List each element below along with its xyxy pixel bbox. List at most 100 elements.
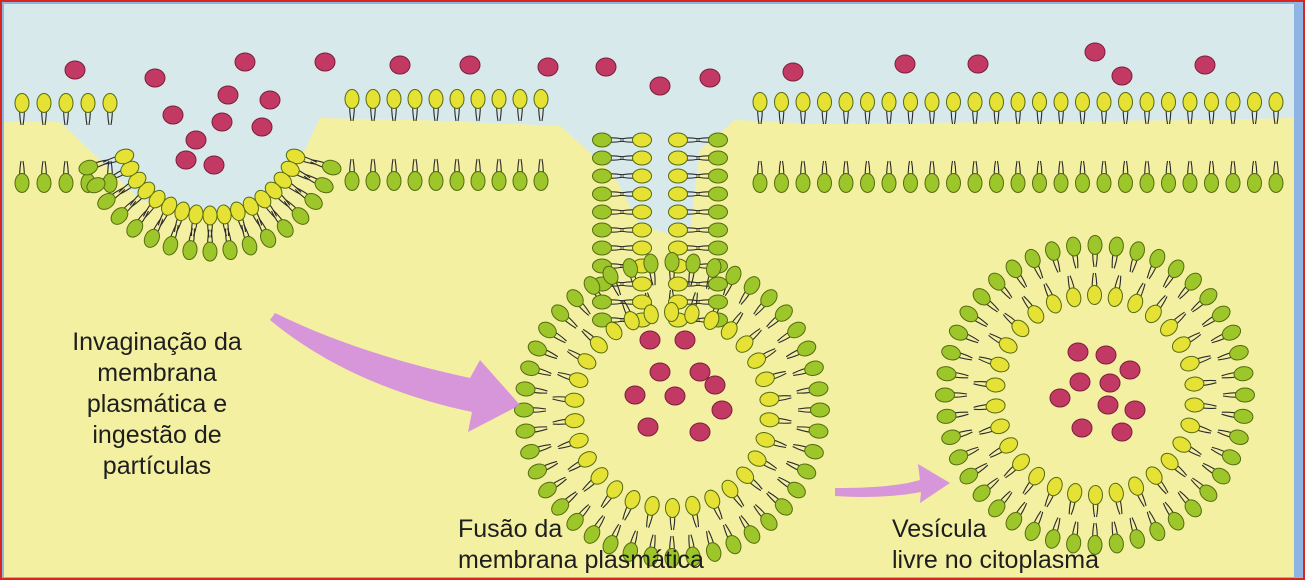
particle-icon <box>176 151 196 169</box>
label-fusion-line-1: Fusão da <box>458 514 818 545</box>
particle-icon <box>1112 423 1132 441</box>
phospholipid-icon <box>936 388 955 402</box>
phospholipid-icon <box>593 223 612 237</box>
label-fusion: Fusão da membrana plasmática <box>458 514 818 576</box>
phospholipid-icon <box>429 172 443 191</box>
phospholipid-icon <box>633 223 652 237</box>
particle-icon <box>968 55 988 73</box>
particle-icon <box>1195 56 1215 74</box>
phospholipid-icon <box>669 205 688 219</box>
phospholipid-icon <box>1088 236 1102 255</box>
particle-icon <box>204 156 224 174</box>
particle-icon <box>252 118 272 136</box>
label-vesicle: Vesícula livre no citoplasma <box>892 514 1212 576</box>
particle-icon <box>1125 401 1145 419</box>
phospholipid-icon <box>513 90 527 109</box>
phospholipid-icon <box>990 93 1004 112</box>
phospholipid-icon <box>925 93 939 112</box>
phospholipid-icon <box>534 90 548 109</box>
top-band <box>4 4 1294 30</box>
phospholipid-icon <box>1226 174 1240 193</box>
phospholipid-icon <box>59 94 73 113</box>
phospholipid-icon <box>345 90 359 109</box>
label-invagination-line-5: partículas <box>32 451 282 482</box>
particle-icon <box>625 386 645 404</box>
phospholipid-icon <box>709 133 728 147</box>
particle-icon <box>783 63 803 81</box>
phospholipid-icon <box>669 133 688 147</box>
phospholipid-icon <box>1119 174 1133 193</box>
phospholipid-icon <box>37 94 51 113</box>
phospholipid-icon <box>1183 174 1197 193</box>
phospholipid-icon <box>839 93 853 112</box>
phospholipid-icon <box>593 151 612 165</box>
particle-icon <box>1098 396 1118 414</box>
phospholipid-icon <box>968 174 982 193</box>
phospholipid-icon <box>1269 174 1283 193</box>
phospholipid-icon <box>1097 93 1111 112</box>
phospholipid-icon <box>1033 93 1047 112</box>
particle-icon <box>145 69 165 87</box>
phospholipid-icon <box>818 93 832 112</box>
label-invagination-line-2: membrana <box>32 358 282 389</box>
particle-icon <box>675 331 695 349</box>
phospholipid-icon <box>753 174 767 193</box>
particle-icon <box>650 363 670 381</box>
phospholipid-icon <box>904 93 918 112</box>
phospholipid-icon <box>1054 174 1068 193</box>
phospholipid-icon <box>450 172 464 191</box>
phospholipid-icon <box>947 93 961 112</box>
phospholipid-icon <box>861 174 875 193</box>
phospholipid-icon <box>947 174 961 193</box>
phospholipid-icon <box>103 94 117 113</box>
phospholipid-icon <box>1236 388 1255 402</box>
phospholipid-icon <box>968 93 982 112</box>
phospholipid-icon <box>709 223 728 237</box>
phospholipid-icon <box>534 172 548 191</box>
phospholipid-icon <box>882 174 896 193</box>
phospholipid-icon <box>709 151 728 165</box>
label-invagination-line-1: Invaginação da <box>32 327 282 358</box>
particle-icon <box>1100 374 1120 392</box>
phospholipid-icon <box>1033 174 1047 193</box>
label-invagination-line-4: ingestão de <box>32 420 282 451</box>
phospholipid-icon <box>1140 174 1154 193</box>
label-vesicle-line-1: Vesícula <box>892 514 1212 545</box>
particle-icon <box>640 331 660 349</box>
phospholipid-icon <box>904 174 918 193</box>
particle-icon <box>163 106 183 124</box>
phospholipid-icon <box>387 90 401 109</box>
phospholipid-icon <box>593 205 612 219</box>
phospholipid-icon <box>203 242 217 261</box>
particle-icon <box>596 58 616 76</box>
particle-icon <box>705 376 725 394</box>
particle-icon <box>235 53 255 71</box>
particle-icon <box>186 131 206 149</box>
particle-icon <box>1120 361 1140 379</box>
phospholipid-icon <box>882 93 896 112</box>
phospholipid-icon <box>633 205 652 219</box>
phospholipid-icon <box>1162 93 1176 112</box>
phospholipid-icon <box>1088 485 1102 504</box>
phospholipid-icon <box>408 90 422 109</box>
phospholipid-icon <box>593 295 612 309</box>
particle-icon <box>650 77 670 95</box>
phospholipid-icon <box>471 172 485 191</box>
label-invagination-line-3: plasmática e <box>32 389 282 420</box>
phospholipid-icon <box>664 302 678 321</box>
particle-icon <box>700 69 720 87</box>
phospholipid-icon <box>81 94 95 113</box>
phospholipid-icon <box>492 90 506 109</box>
phospholipid-icon <box>1248 174 1262 193</box>
phospholipid-icon <box>796 174 810 193</box>
label-invagination: Invaginação da membrana plasmática e ing… <box>32 327 282 482</box>
phospholipid-icon <box>513 172 527 191</box>
phospholipid-icon <box>1162 174 1176 193</box>
phospholipid-icon <box>593 187 612 201</box>
phospholipid-icon <box>593 241 612 255</box>
phospholipid-icon <box>818 174 832 193</box>
phospholipid-icon <box>709 295 728 309</box>
particle-icon <box>460 56 480 74</box>
phospholipid-icon <box>471 90 485 109</box>
